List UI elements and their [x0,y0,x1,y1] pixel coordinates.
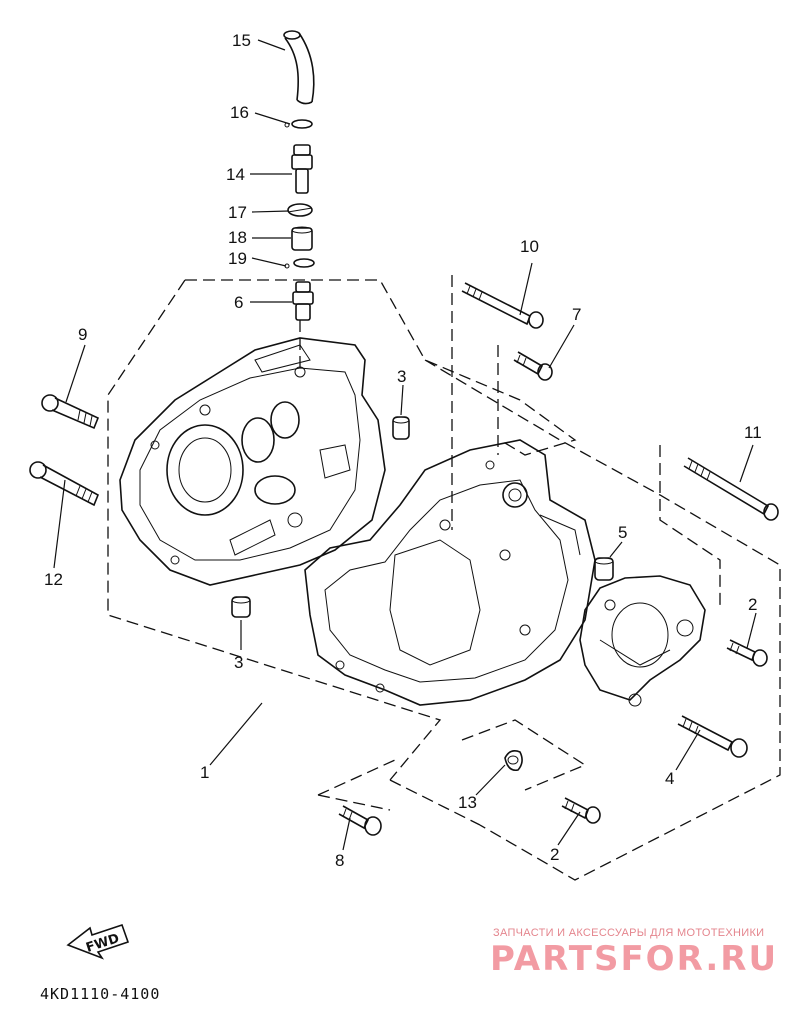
forward-arrow-icon: FWD [66,923,130,960]
callout-9: 9 [78,325,87,344]
dowel-pin-lower [231,596,251,618]
bolt-2-lower [561,797,601,824]
assembly-outline-left-case [107,279,577,781]
bolt-2-upper [726,639,768,667]
callout-3-upper: 3 [397,367,406,386]
callout-16: 16 [230,103,249,122]
callout-15: 15 [232,31,251,50]
crankcase-right [304,439,596,706]
callout-10: 10 [520,237,539,256]
bolt-9 [41,394,100,430]
assembly-outline-cover [317,719,587,811]
bolt-8 [338,805,382,836]
leader-lines [53,39,757,851]
breather-nipple [291,144,313,194]
callout-12: 12 [44,570,63,589]
callout-19: 19 [228,249,247,268]
callout-14: 14 [226,165,245,184]
callout-2-lower: 2 [550,845,559,864]
pipe-fitting [292,281,314,321]
breather-hose [283,30,315,105]
callout-17: 17 [228,203,247,222]
fwd-label: FWD [84,931,121,956]
dowel-pin-upper [392,416,410,440]
watermark: ЗАПЧАСТИ И АКСЕССУАРЫ ДЛЯ МОТОТЕХНИКИ PA… [490,927,778,979]
hose-clamp [287,203,313,217]
bolt-12 [29,461,100,507]
callout-13: 13 [458,793,477,812]
callout-18: 18 [228,228,247,247]
cap-13 [504,750,523,772]
o-ring [284,258,315,269]
assembly-outline-right-case [389,275,781,881]
dowel-pin-5 [594,557,614,581]
callout-6: 6 [234,293,243,312]
watermark-brand: PARTSFOR.RU [490,939,778,979]
watermark-tagline: ЗАПЧАСТИ И АКСЕССУАРЫ ДЛЯ МОТОТЕХНИКИ [493,927,764,939]
callout-labels: 15 16 14 17 18 19 6 10 7 9 3 11 12 5 2 3… [44,31,762,870]
bolt-10 [461,282,544,329]
callout-5: 5 [618,523,627,542]
callout-7: 7 [572,305,581,324]
callout-4: 4 [665,769,674,788]
callout-3-lower: 3 [234,653,243,672]
callout-11: 11 [744,423,762,442]
bolt-4 [677,715,748,758]
collar [291,226,313,251]
crankcase-left [119,337,386,586]
diagram-part-code: 4KD1110-4100 [40,985,160,1003]
callout-8: 8 [335,851,344,870]
bolt-11 [683,457,779,521]
bolt-7 [513,351,553,381]
callout-1: 1 [200,763,209,782]
side-cover [579,575,706,707]
callout-2-upper: 2 [748,595,757,614]
